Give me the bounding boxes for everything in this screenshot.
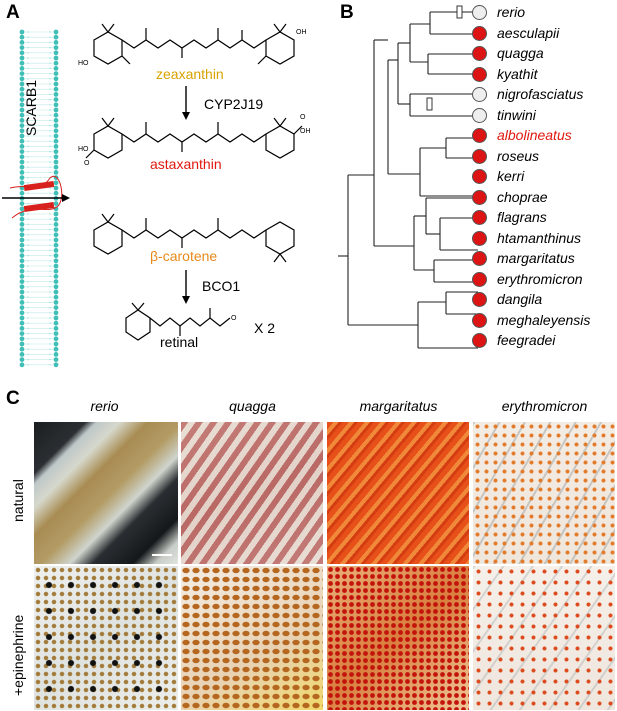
species-circle-albolineatus <box>472 128 487 143</box>
species-circle-nigrofasciatus <box>472 87 487 102</box>
species-label-dangila: dangila <box>497 291 543 307</box>
species-circle-quagga <box>472 46 487 61</box>
species-label-choprae: choprae <box>497 188 548 205</box>
species-circle-tinwini <box>472 107 487 123</box>
loss-marker-2 <box>426 97 433 111</box>
species-circle-dangila <box>472 292 487 307</box>
species-label-meghaleyensis: meghaleyensis <box>497 311 591 328</box>
transporter-lower <box>23 201 55 213</box>
scarb1-label: SCARB1 <box>23 79 39 137</box>
zeaxanthin-label: zeaxanthin <box>156 66 224 82</box>
species-circle-roseus <box>472 148 487 164</box>
phylogeny-tree <box>338 5 478 349</box>
species-circle-margaritatus <box>472 251 487 266</box>
arrow-cyp <box>182 86 190 120</box>
column-head-margaritatus: margaritatus <box>359 398 438 414</box>
species-label-rerio: rerio <box>497 4 526 20</box>
transporter-upper <box>23 180 55 192</box>
species-circle-kyathit <box>472 66 487 82</box>
retinal-o: O <box>231 315 237 322</box>
species-label-margaritatus: margaritatus <box>497 250 575 266</box>
bco1-label: BCO1 <box>202 278 241 294</box>
astaxanthin-structure <box>85 117 303 159</box>
species-label-feegradei: feegradei <box>497 332 556 348</box>
column-head-erythromicron: erythromicron <box>501 398 588 414</box>
species-label-nigrofasciatus: nigrofasciatus <box>497 86 584 102</box>
micrograph-rerio-natural <box>34 422 178 564</box>
retinal-structure <box>125 302 231 341</box>
species-circle-rerio <box>472 5 487 20</box>
micrograph-erythromicron-natural <box>473 422 615 564</box>
retinal-label: retinal <box>160 334 199 350</box>
loss-marker-1 <box>456 5 463 19</box>
astaxanthin-ho: HO <box>78 146 89 153</box>
row-head-natural: natural <box>10 479 26 522</box>
species-label-flagrans: flagrans <box>497 209 547 225</box>
zeaxanthin-structure <box>93 23 295 65</box>
membrane-lipid-heads <box>19 29 59 368</box>
multiplier-label: X 2 <box>254 320 276 336</box>
species-label-quagga: quagga <box>497 45 544 61</box>
astaxanthin-label: astaxanthin <box>150 156 222 172</box>
species-label-aesculapii: aesculapii <box>497 24 560 41</box>
species-circle-htamanthinus <box>472 230 487 246</box>
species-label-kerri: kerri <box>497 168 525 184</box>
species-circle-kerri <box>472 169 487 184</box>
species-label-tinwini: tinwini <box>497 106 536 123</box>
micrograph-margaritatus-epinephrine <box>327 566 469 710</box>
panel-a-letter: A <box>6 2 20 23</box>
column-head-rerio: rerio <box>90 398 119 414</box>
species-label-htamanthinus: htamanthinus <box>497 229 582 246</box>
scale-bar <box>152 554 172 556</box>
astaxanthin-oh: OH <box>300 128 311 135</box>
panel-b-letter: B <box>340 2 354 23</box>
column-head-quagga: quagga <box>229 398 276 414</box>
panel-a-membrane <box>2 29 70 368</box>
zeaxanthin-oh: OH <box>296 29 307 36</box>
beta-carotene-label: β-carotene <box>150 248 218 264</box>
species-circle-meghaleyensis <box>472 312 487 328</box>
panel-c-letter: C <box>6 388 20 409</box>
species-label-erythromicron: erythromicron <box>497 270 583 287</box>
species-circle-flagrans <box>472 210 487 225</box>
micrograph-erythromicron-epinephrine <box>473 566 615 710</box>
micrograph-rerio-epinephrine <box>34 566 178 710</box>
micrograph-margaritatus-natural <box>327 422 469 564</box>
astaxanthin-o-top: O <box>300 114 306 121</box>
micrograph-quagga-natural <box>181 422 323 564</box>
species-circle-erythromicron <box>472 271 487 287</box>
species-label-kyathit: kyathit <box>497 65 538 82</box>
astaxanthin-o-bottom: O <box>84 160 90 167</box>
species-circle-aesculapii <box>472 25 487 41</box>
beta-carotene-structure <box>93 213 295 263</box>
micrograph-quagga-epinephrine <box>181 566 323 710</box>
cyp2j19-label: CYP2J19 <box>204 96 264 112</box>
row-head-epinephrine: +epinephrine <box>10 614 26 696</box>
species-label-roseus: roseus <box>497 147 540 164</box>
species-circle-choprae <box>472 189 487 205</box>
zeaxanthin-ho: HO <box>78 60 89 67</box>
species-label-albolineatus: albolineatus <box>497 127 572 143</box>
species-circle-feegradei <box>472 333 487 348</box>
arrow-bco <box>182 270 190 304</box>
